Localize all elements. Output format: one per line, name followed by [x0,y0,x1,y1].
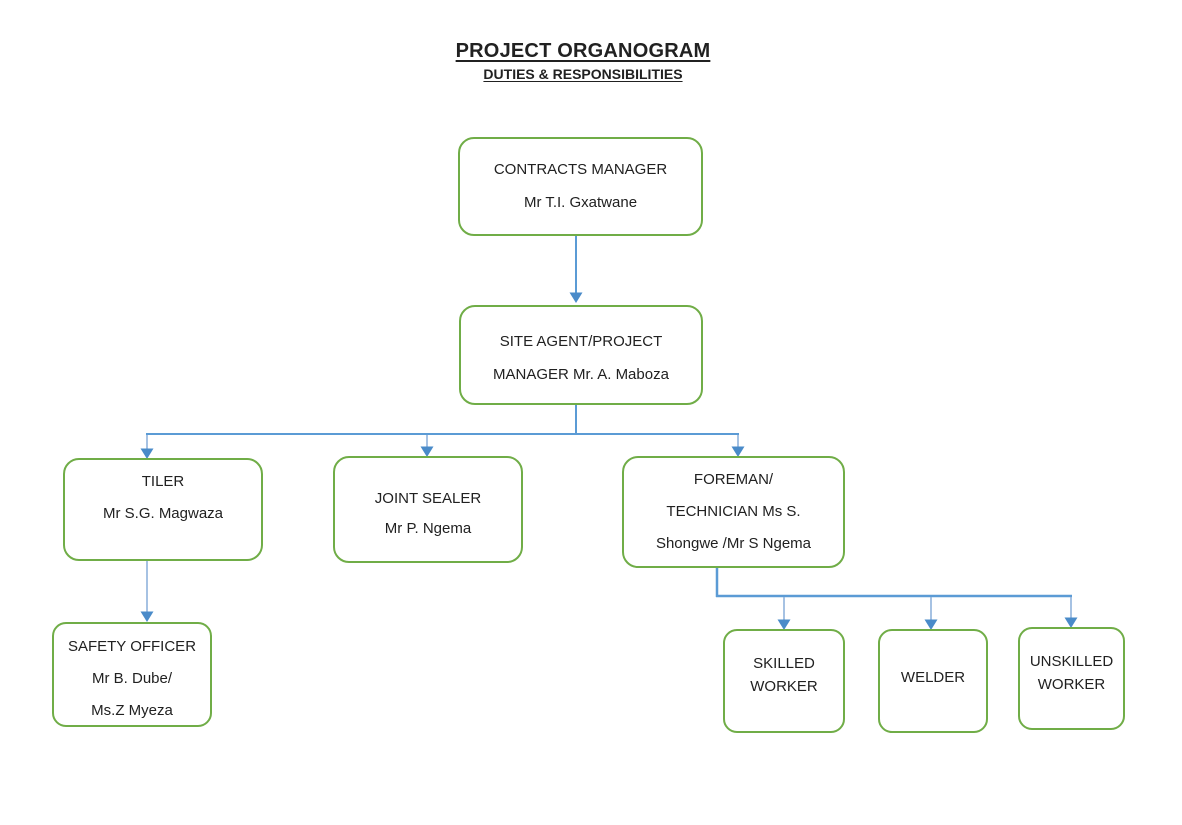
org-node-tiler: TILER Mr S.G. Magwaza [63,458,263,561]
node-role: SAFETY OFFICER [67,638,197,655]
org-node-unskilled-worker: UNSKILLED WORKER [1018,627,1125,730]
node-person: Mr S.G. Magwaza [102,505,224,522]
arrowhead-icon [140,611,154,622]
page-subtitle: DUTIES & RESPONSIBILITIES [483,66,683,82]
connector-foreman-to-children [715,568,1078,630]
node-role: FOREMAN/ [693,471,774,488]
node-role: JOINT SEALER [374,490,482,507]
arrowhead-icon [569,292,583,303]
node-person: Mr P. Ngema [384,520,472,537]
arrowhead-icon [731,446,745,457]
node-role: CONTRACTS MANAGER [493,161,668,178]
node-person: MANAGER Mr. A. Maboza [493,366,669,383]
arrowhead-icon [924,619,938,630]
node-role: TILER [141,473,185,490]
org-node-site-agent: SITE AGENT/PROJECT MANAGER Mr. A. Maboza [459,305,703,405]
org-node-welder: WELDER [878,629,988,733]
node-role: UNSKILLED WORKER [1029,653,1114,693]
org-node-safety-officer: SAFETY OFFICER Mr B. Dube/ Ms.Z Myeza [52,622,212,727]
org-node-joint-sealer: JOINT SEALER Mr P. Ngema [333,456,523,563]
node-role: SKILLED WORKER [750,655,818,695]
connector-tiler-to-safety-officer [140,561,154,622]
arrowhead-icon [777,619,791,630]
connector-site-agent-to-children [140,405,745,459]
node-person: Mr T.I. Gxatwane [523,194,638,211]
org-node-contracts-manager: CONTRACTS MANAGER Mr T.I. Gxatwane [458,137,703,236]
node-role: WELDER [900,669,966,686]
org-node-foreman-technician: FOREMAN/ TECHNICIAN Ms S. Shongwe /Mr S … [622,456,845,568]
node-person: Shongwe /Mr S Ngema [655,535,812,552]
node-person: Mr B. Dube/ [91,670,173,687]
org-node-skilled-worker: SKILLED WORKER [723,629,845,733]
connector-contracts-to-site-agent [569,236,583,303]
page-header: PROJECT ORGANOGRAM DUTIES & RESPONSIBILI… [0,40,1166,82]
page-title: PROJECT ORGANOGRAM [455,40,711,62]
node-person: Ms.Z Myeza [91,702,173,719]
arrowhead-icon [420,446,434,457]
arrowhead-icon [1064,617,1078,628]
arrowhead-icon [140,448,154,459]
node-role: TECHNICIAN Ms S. [666,503,801,520]
node-role: SITE AGENT/PROJECT [499,333,663,350]
